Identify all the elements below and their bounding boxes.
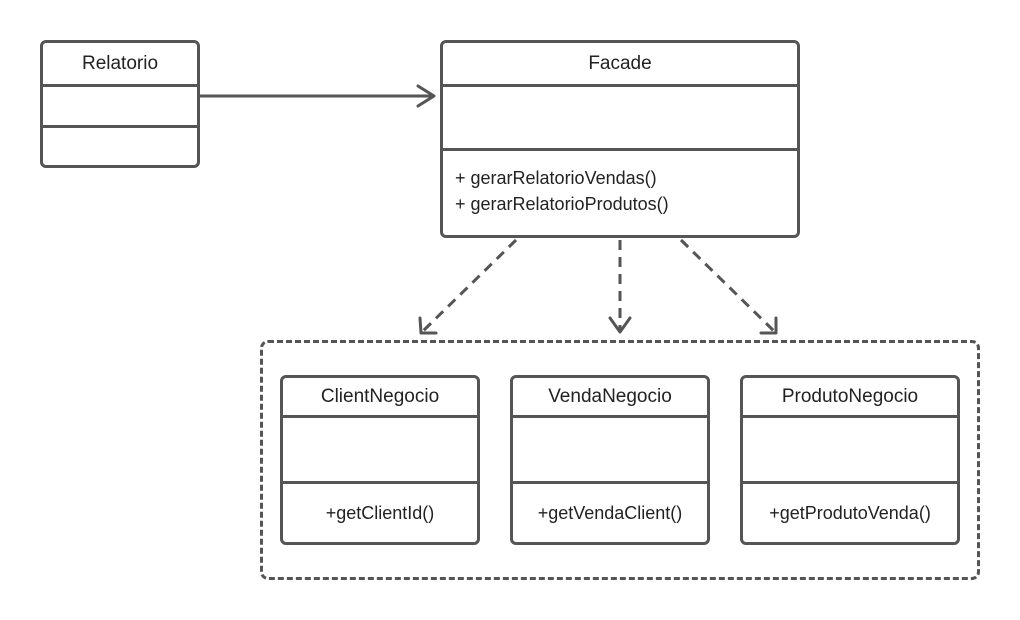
attributes-compartment [443, 87, 797, 151]
class-venda-negocio[interactable]: VendaNegocio +getVendaClient() [510, 375, 710, 545]
dependency-line-facade-produto [679, 238, 778, 335]
dependency-arrowhead-venda [608, 316, 632, 334]
dependency-line-facade-client [419, 238, 518, 335]
attributes-compartment [743, 418, 957, 484]
attributes-compartment [283, 418, 477, 484]
class-name: VendaNegocio [513, 378, 707, 418]
methods-compartment: + gerarRelatorioVendas() + gerarRelatori… [443, 151, 797, 235]
class-relatorio[interactable]: Relatorio [40, 40, 200, 168]
attributes-compartment [43, 87, 197, 128]
class-facade[interactable]: Facade + gerarRelatorioVendas() + gerarR… [440, 40, 800, 238]
method-gerar-relatorio-produtos: + gerarRelatorioProdutos() [455, 194, 669, 214]
methods-compartment: +getProdutoVenda() [743, 484, 957, 542]
class-client-negocio[interactable]: ClientNegocio +getClientId() [280, 375, 480, 545]
methods-compartment: +getVendaClient() [513, 484, 707, 542]
method-get-client-id: +getClientId() [325, 502, 435, 523]
class-name: ClientNegocio [283, 378, 477, 418]
class-name: Facade [443, 43, 797, 87]
methods-compartment: +getClientId() [283, 484, 477, 542]
method-get-produto-venda: +getProdutoVenda() [769, 502, 931, 523]
method-gerar-relatorio-vendas: + gerarRelatorioVendas() [455, 168, 657, 188]
class-name: Relatorio [43, 43, 197, 87]
dependency-arrowhead-client [418, 316, 438, 335]
attributes-compartment [513, 418, 707, 484]
subsystem-package [260, 340, 980, 580]
class-name: ProdutoNegocio [743, 378, 957, 418]
association-arrowhead [416, 84, 436, 108]
methods-compartment [43, 128, 197, 165]
dependency-arrowhead-produto [759, 316, 778, 335]
class-produto-negocio[interactable]: ProdutoNegocio +getProdutoVenda() [740, 375, 960, 545]
method-get-venda-client: +getVendaClient() [537, 502, 683, 523]
